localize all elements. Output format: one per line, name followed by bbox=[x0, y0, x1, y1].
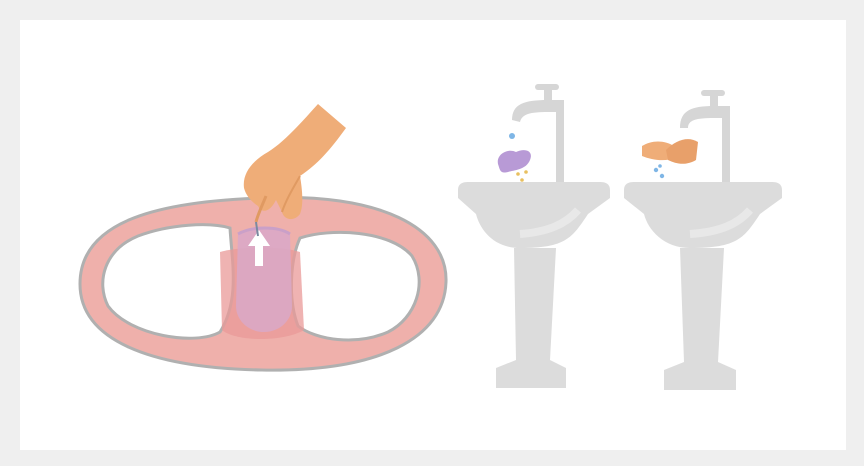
faucet-icon bbox=[512, 84, 564, 190]
sink-icon bbox=[458, 84, 610, 388]
washing-hands-icon bbox=[642, 139, 698, 164]
sink-icon bbox=[624, 90, 782, 390]
soap-icon bbox=[498, 150, 531, 172]
water-drop-icon bbox=[654, 164, 664, 178]
